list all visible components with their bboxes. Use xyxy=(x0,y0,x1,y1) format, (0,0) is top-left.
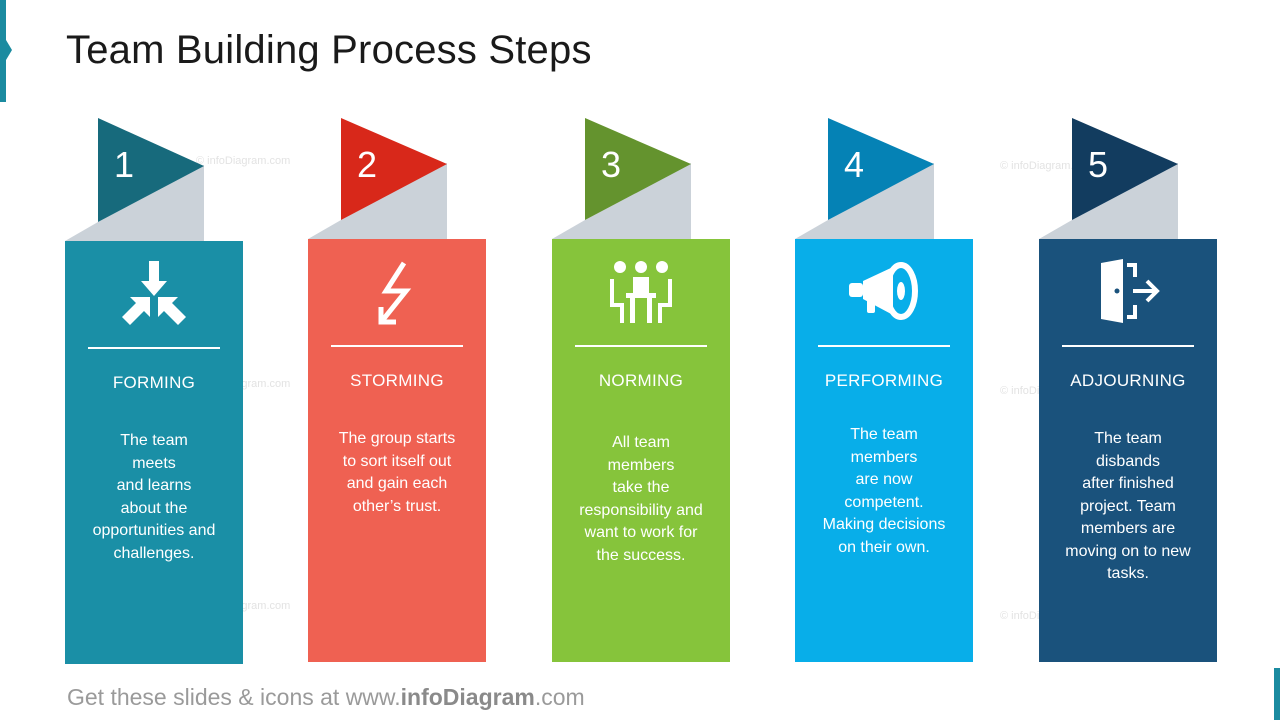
step-adjourning: 5 ADJOURNING The team disbands after fin… xyxy=(1039,0,1217,720)
card-divider xyxy=(818,345,950,347)
lightning-icon xyxy=(378,261,412,325)
step-flag xyxy=(1072,118,1178,220)
step-label: FORMING xyxy=(112,373,196,392)
step-label: ADJOURNING xyxy=(1070,371,1186,390)
step-forming: 1 FORMING The team meets and learns abou… xyxy=(65,0,243,720)
footer-text: Get these slides & icons at www.infoDiag… xyxy=(67,684,585,711)
merge-arrows-icon xyxy=(122,261,186,325)
step-flag xyxy=(341,118,447,220)
step-description: All team members take the responsibility… xyxy=(579,434,703,564)
step-description: The team meets and learns about the oppo… xyxy=(92,432,216,562)
step-number: 4 xyxy=(844,144,865,185)
step-number: 1 xyxy=(114,144,135,185)
step-card: NORMING All team members take the respon… xyxy=(552,239,730,662)
step-card: ADJOURNING The team disbands after finis… xyxy=(1039,239,1217,662)
footer-prefix: Get these slides & icons at www. xyxy=(67,684,401,710)
step-description: The team disbands after finished project… xyxy=(1065,430,1191,582)
megaphone-icon xyxy=(849,262,918,320)
footer-suffix: .com xyxy=(534,684,585,710)
left-accent-bar xyxy=(0,0,6,102)
card-divider xyxy=(331,345,463,347)
card-divider xyxy=(575,345,707,347)
step-description: The group starts to sort itself out and … xyxy=(338,430,456,515)
card-divider xyxy=(88,347,220,349)
step-performing: 4 PERFORMING The team members are now co… xyxy=(795,0,973,720)
step-storming: 2 STORMING The group starts to sort itse… xyxy=(308,0,486,720)
footer-brand: infoDiagram xyxy=(400,684,535,710)
team-meeting-icon xyxy=(610,261,672,323)
exit-door-icon xyxy=(1101,259,1160,323)
watermark: © infoDiagram.com xyxy=(1000,160,1095,172)
step-label: NORMING xyxy=(598,371,684,390)
step-flag xyxy=(585,118,691,220)
step-card: STORMING The group starts to sort itself… xyxy=(308,239,486,662)
step-norming: 3 NORMING All team members take the resp… xyxy=(552,0,730,720)
card-divider xyxy=(1062,345,1194,347)
page-title: Team Building Process Steps xyxy=(66,28,592,72)
step-number: 5 xyxy=(1088,144,1109,185)
step-card: FORMING The team meets and learns about … xyxy=(65,241,243,664)
step-label: PERFORMING xyxy=(824,371,944,390)
watermark: © infoDiagram.com xyxy=(196,155,291,167)
left-accent-notch xyxy=(6,40,12,60)
step-number: 2 xyxy=(357,144,378,185)
right-accent-bar xyxy=(1274,668,1280,720)
step-flag xyxy=(98,118,204,222)
step-label: STORMING xyxy=(350,371,444,390)
step-flag xyxy=(828,118,934,220)
step-number: 3 xyxy=(601,144,622,185)
step-card: PERFORMING The team members are now comp… xyxy=(795,239,973,662)
step-description: The team members are now competent. Maki… xyxy=(822,426,946,556)
